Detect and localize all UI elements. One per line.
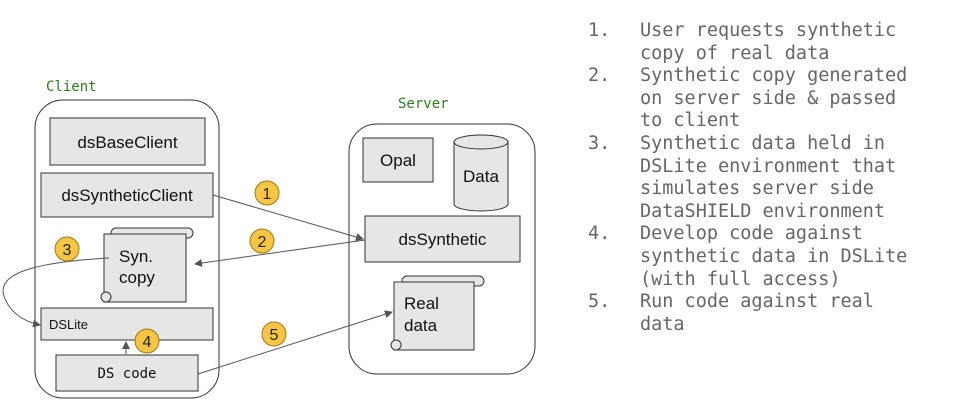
svg-text:5: 5	[270, 327, 279, 344]
real-data-label: Real data	[404, 294, 444, 335]
opal-label: Opal	[380, 151, 416, 170]
svg-text:2: 2	[258, 234, 267, 251]
badge-5: 5	[261, 321, 287, 347]
dslite-box: DSLite	[40, 307, 214, 341]
step-text: Run code against real data	[640, 291, 874, 335]
svg-text:4: 4	[143, 334, 152, 351]
step-item: 2. Synthetic copy generated on server sid…	[588, 65, 960, 133]
step-item: 1. User requests synthetic copy of real d…	[588, 20, 960, 65]
step-text: Develop code against synthetic data in D…	[640, 223, 908, 290]
opal-box: Opal	[362, 137, 434, 183]
dssynthetic-box: dsSynthetic	[364, 215, 521, 263]
step-number: 5.	[588, 291, 611, 313]
step-item: 3. Synthetic data held in DSLite environm…	[588, 133, 960, 223]
client-container	[34, 99, 220, 399]
data-label: Data	[463, 167, 499, 186]
dssynthetic-label: dsSynthetic	[399, 230, 487, 249]
real-data-line-2: data	[404, 316, 438, 335]
syn-copy-line-2: copy	[119, 268, 155, 287]
steps-list: 1. User requests synthetic copy of real d…	[588, 20, 960, 336]
step-number: 4.	[588, 223, 611, 245]
svg-text:3: 3	[63, 242, 72, 259]
ds-code-box: DS code	[55, 354, 199, 392]
step-text: Synthetic data held in DSLite environmen…	[640, 132, 897, 222]
badge-1: 1	[254, 180, 280, 206]
step-item: 4. Develop code against synthetic data in…	[588, 223, 960, 291]
ds-code-label: DS code	[97, 366, 156, 382]
dsbaseclient-label: dsBaseClient	[77, 133, 177, 152]
dssyntheticclient-box: dsSyntheticClient	[40, 172, 214, 218]
badge-3: 3	[54, 236, 80, 262]
badge-2: 2	[249, 228, 275, 254]
step-text: Synthetic copy generated on server side …	[640, 65, 908, 132]
arrow-to-dslite	[2, 257, 110, 328]
syn-copy-label: Syn. copy	[119, 247, 158, 287]
server-container	[348, 123, 536, 375]
arrow-request-synthetic	[212, 194, 364, 241]
dsbaseclient-box: dsBaseClient	[49, 117, 206, 166]
svg-text:1: 1	[263, 186, 272, 203]
step-text: User requests synthetic copy of real dat…	[640, 20, 897, 64]
data-cylinder: Data	[453, 134, 509, 212]
arrow-pass-synthetic	[194, 239, 366, 267]
server-title: Server	[398, 96, 449, 112]
dslite-label: DSLite	[49, 317, 88, 332]
step-number: 3.	[588, 132, 611, 154]
step-number: 2.	[588, 65, 611, 87]
syn-copy-scroll: Syn. copy	[100, 227, 194, 303]
arrow-code-to-real-data	[197, 310, 393, 375]
dssyntheticclient-label: dsSyntheticClient	[61, 186, 193, 205]
syn-copy-line-1: Syn.	[119, 247, 153, 266]
real-data-line-1: Real	[404, 294, 439, 313]
step-item: 5. Run code against real data	[588, 291, 960, 336]
real-data-scroll: Real data	[390, 275, 485, 351]
client-title: Client	[46, 79, 97, 95]
badge-4: 4	[134, 328, 160, 354]
step-number: 1.	[588, 20, 611, 41]
